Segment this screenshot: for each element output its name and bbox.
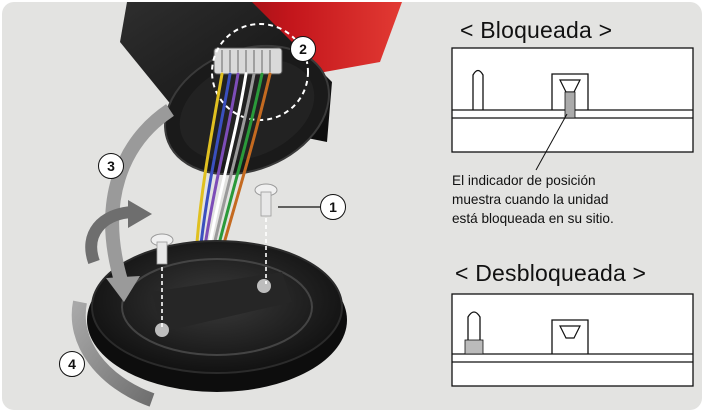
screw-icon: [150, 233, 174, 328]
caption-line: está bloqueada en su sitio.: [452, 211, 614, 226]
caption-line: muestra cuando la unidad: [452, 192, 609, 207]
screw-icon: [254, 183, 278, 284]
unlocked-title: < Desbloqueada >: [455, 260, 647, 286]
caption-line: El indicador de posición: [452, 173, 596, 188]
step-4-badge: 4: [59, 351, 85, 377]
unlocked-detail-diagram: [451, 293, 694, 387]
step-2-badge: 2: [290, 36, 316, 62]
installation-illustration: [71, 2, 694, 407]
figure-frame: < Bloqueada > < Desbloqueada > El indica…: [2, 2, 702, 410]
mounting-base: [87, 240, 347, 392]
locked-detail-diagram: [451, 47, 694, 171]
step-1-badge: 1: [320, 194, 346, 220]
step-3-badge: 3: [98, 153, 124, 179]
rotate-arrow-icon: [71, 104, 174, 407]
position-indicator-caption: El indicador de posición muestra cuando …: [452, 171, 702, 228]
locked-title: < Bloqueada >: [460, 17, 613, 43]
beacon-body: [120, 2, 402, 176]
